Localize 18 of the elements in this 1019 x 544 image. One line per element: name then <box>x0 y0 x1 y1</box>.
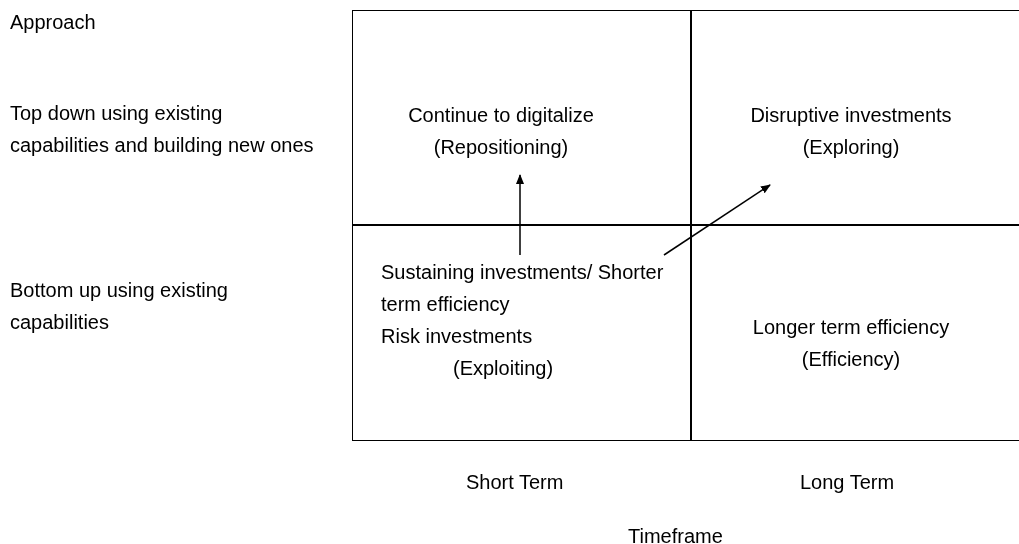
quadrant-cell <box>691 225 1019 441</box>
quadrant-cell <box>352 225 691 441</box>
axis-label: Timeframe <box>628 524 724 544</box>
quadrant-text-line: Disruptive investments (Exploring) <box>749 103 953 160</box>
axis-label: Approach <box>10 10 97 35</box>
quadrant-text-line: Sustaining investments/ Shorter term efficiency <box>381 260 665 317</box>
axis-label: Bottom up using existing capabilities <box>10 278 229 335</box>
axis-label: Long Term <box>800 470 896 495</box>
axis-label: Top down using existing capabilities and building new ones <box>10 101 315 158</box>
arrow <box>516 174 524 256</box>
arrow <box>663 184 771 256</box>
quadrant-cell <box>691 10 1019 225</box>
quadrant-text-line: Longer term efficiency (Efficiency) <box>751 315 951 372</box>
quadrant-text-line: Risk investments <box>381 324 533 349</box>
quadrant-cell <box>352 10 691 225</box>
axis-label: Short Term <box>466 470 565 495</box>
quadrant-text-line: (Exploiting) <box>453 356 554 381</box>
quadrant-text-line: Continue to digitalize (Repositioning) <box>407 103 595 160</box>
